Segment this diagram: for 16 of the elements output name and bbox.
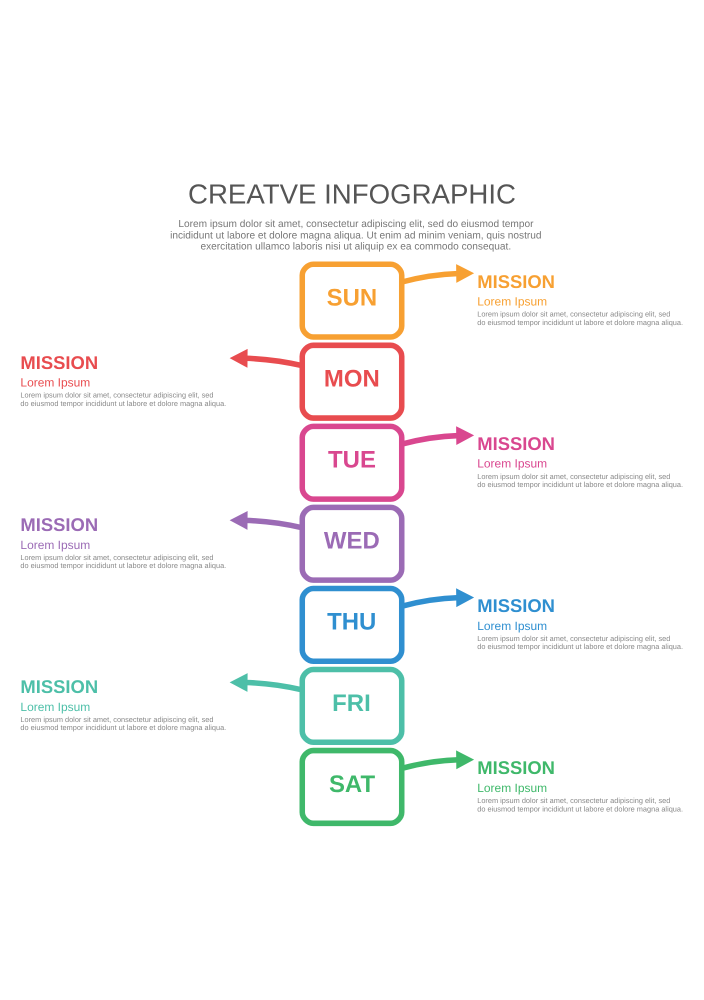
node-text: MISSION Lorem Ipsum Lorem ipsum dolor sit amet, consectetur adipiscing elit, sed do eiusmod tempor incididunt ut labore et dolore magna aliqua. [477,432,684,489]
node-box: FRI [300,666,404,745]
node-box: MON [300,342,404,420]
node-text: MISSION Lorem Ipsum Lorem ipsum dolor sit amet, consectetur adipiscing elit, sed do eiusmod tempor incididunt ut labore et dolore magna aliqua. [477,756,684,813]
node-box: WED [300,504,404,582]
node-text: MISSION Lorem Ipsum Lorem ipsum dolor sit amet, consectetur adipiscing elit, sed do eiusmod tempor incididunt ut labore et dolore magna aliqua. [20,351,226,408]
node-text: MISSION Lorem Ipsum Lorem ipsum dolor sit amet, consectetur adipiscing elit, sed do eiusmod tempor incididunt ut labore et dolore magna aliqua. [477,270,684,326]
node-box: SAT [300,747,404,826]
node-box: SUN [300,261,404,340]
label: Lorem ipsum dolor sit amet, consectetur adipiscing elit, sed do eiusmod tempor incididunt ut labore et dolore magna aliqua. Ut enim ad minim veniam, quis nostrud exercitation ullamco laboris nisi ut aliquip ex ea commodo consequat. [170,218,542,252]
node-text: MISSION Lorem Ipsum Lorem ipsum dolor sit amet, consectetur adipiscing elit, sed do eiusmod tempor incididunt ut labore et dolore magna aliqua. [20,513,226,570]
node-box: TUE [300,423,404,502]
diagram-title: CREATVE INFOGRAPHIC [188,178,516,209]
node-text: MISSION Lorem Ipsum Lorem ipsum dolor sit amet, consectetur adipiscing elit, sed do eiusmod tempor incididunt ut labore et dolore magna aliqua. [477,594,684,651]
node-text: MISSION Lorem Ipsum Lorem ipsum dolor sit amet, consectetur adipiscing elit, sed do eiusmod tempor incididunt ut labore et dolore magna aliqua. [20,675,226,732]
node-box: THU [300,585,404,664]
